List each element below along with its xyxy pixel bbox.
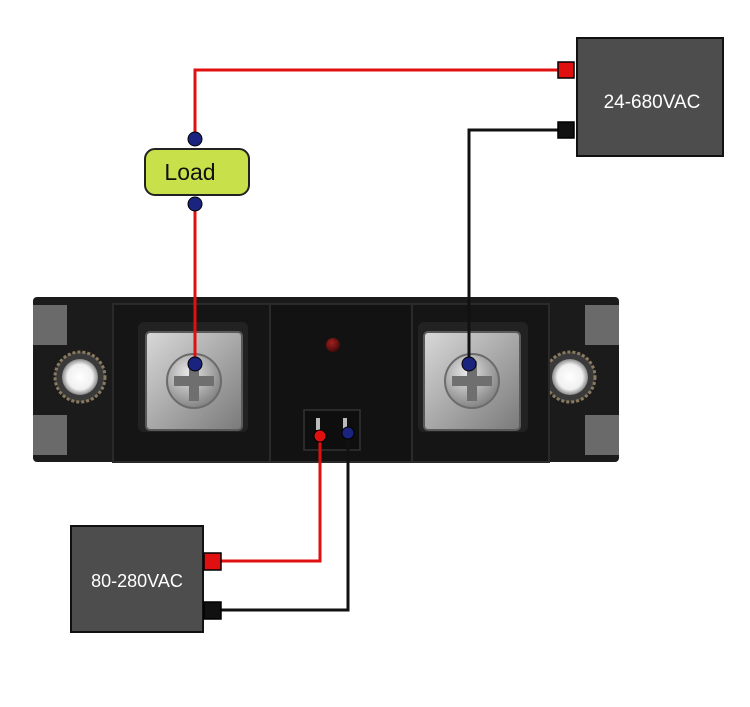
indicator-led-icon — [326, 338, 340, 352]
wire-black-control-negative — [212, 433, 350, 612]
relay-left-end-cap-top — [33, 305, 67, 345]
terminal-dots — [187, 131, 477, 443]
load-terminal-left — [138, 322, 248, 432]
load-supply-label: 24-680VAC — [604, 92, 701, 113]
load-power-supply: 24-680VAC — [557, 37, 724, 157]
control-supply-negative-terminal — [203, 601, 222, 620]
dot-terminal-right — [461, 356, 477, 372]
dot-terminal-left — [187, 356, 203, 372]
dot-control-negative — [341, 426, 355, 440]
load-label: Load — [164, 159, 215, 185]
control-power-supply: 80-280VAC — [70, 525, 222, 633]
load-supply-positive-terminal — [557, 61, 575, 79]
dot-control-positive — [313, 429, 327, 443]
phillips-screw-icon — [444, 353, 500, 409]
relay-right-end-cap-bottom — [585, 415, 619, 455]
mounting-hole-left — [53, 350, 107, 404]
phillips-screw-icon — [166, 353, 222, 409]
dot-load-top — [187, 131, 203, 147]
control-supply-label: 80-280VAC — [91, 571, 183, 591]
control-supply-positive-terminal — [203, 552, 222, 571]
relay-left-end-cap-bottom — [33, 415, 67, 455]
load-terminal-right — [418, 322, 528, 432]
dot-load-bottom — [187, 196, 203, 212]
load-supply-box — [576, 37, 724, 157]
load-component: Load — [144, 148, 250, 196]
wire-black-supply-to-terminal — [467, 128, 566, 364]
control-pin-positive — [316, 418, 320, 430]
control-pin-negative — [343, 418, 347, 430]
wire-red-control-positive — [212, 436, 322, 563]
relay-right-end-cap-top — [585, 305, 619, 345]
load-box — [144, 148, 250, 196]
control-supply-box — [70, 525, 204, 633]
wires — [193, 68, 566, 612]
wire-red-supply-to-load — [193, 68, 566, 139]
load-supply-negative-terminal — [557, 121, 575, 139]
mounting-hole-right — [543, 350, 597, 404]
relay-control-section — [269, 303, 413, 463]
solid-state-relay — [33, 297, 619, 463]
